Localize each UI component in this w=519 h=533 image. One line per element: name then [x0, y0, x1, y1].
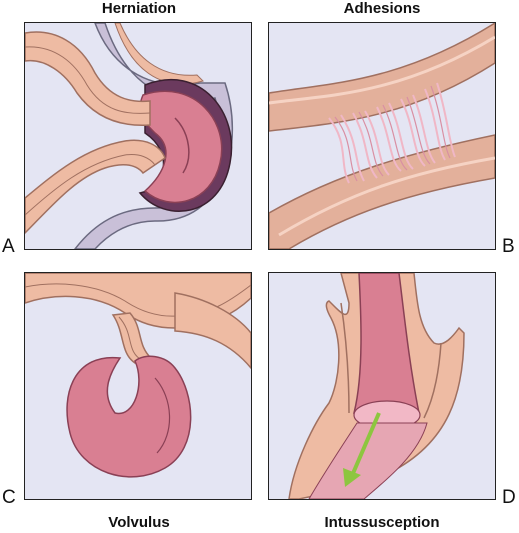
upper-bowel-midline — [25, 283, 251, 317]
panel-b-title: Adhesions — [343, 0, 421, 17]
panel-intussusception — [268, 272, 496, 500]
upper-bowel-loop — [25, 31, 151, 127]
lower-bowel-highlight — [278, 156, 495, 237]
loop-fold-line — [154, 377, 171, 454]
lower-bowel-segment — [269, 134, 495, 249]
panel-a-title: Herniation — [101, 0, 177, 17]
adhesions-illustration — [269, 23, 495, 249]
upper-bowel-highlight — [269, 35, 495, 105]
adhesion-bands-dark — [334, 85, 451, 182]
upper-bowel-midline — [25, 46, 151, 114]
right-fold — [423, 342, 442, 419]
bowel-fold-line — [174, 117, 190, 174]
panel-adhesions — [268, 22, 496, 250]
abdominal-wall-muscle — [114, 23, 204, 85]
herniation-illustration — [25, 23, 234, 249]
volvulus-illustration — [25, 273, 251, 478]
panel-a-letter: A — [2, 236, 15, 257]
volvulus-loop — [66, 355, 192, 478]
upper-bowel-segment — [269, 23, 495, 132]
panel-d-letter: D — [502, 487, 516, 508]
right-bowel-segment — [174, 292, 251, 370]
panel-c-letter: C — [2, 487, 16, 508]
lower-bowel-midline — [25, 154, 156, 216]
herniated-bowel-loop — [139, 90, 223, 204]
lower-bowel-loop — [25, 139, 166, 235]
intussusception-illustration — [288, 273, 465, 499]
distal-bowel — [308, 422, 428, 499]
panel-c-title: Volvulus — [108, 514, 170, 531]
panel-d-title: Intussusception — [324, 514, 440, 531]
left-fold — [340, 302, 350, 414]
adhesion-bands — [328, 82, 456, 184]
direction-arrow-shaft — [349, 412, 381, 479]
panel-volvulus — [24, 272, 252, 500]
panel-herniation — [24, 22, 252, 250]
direction-arrow-head — [343, 468, 361, 487]
panel-b-letter: B — [502, 236, 515, 257]
